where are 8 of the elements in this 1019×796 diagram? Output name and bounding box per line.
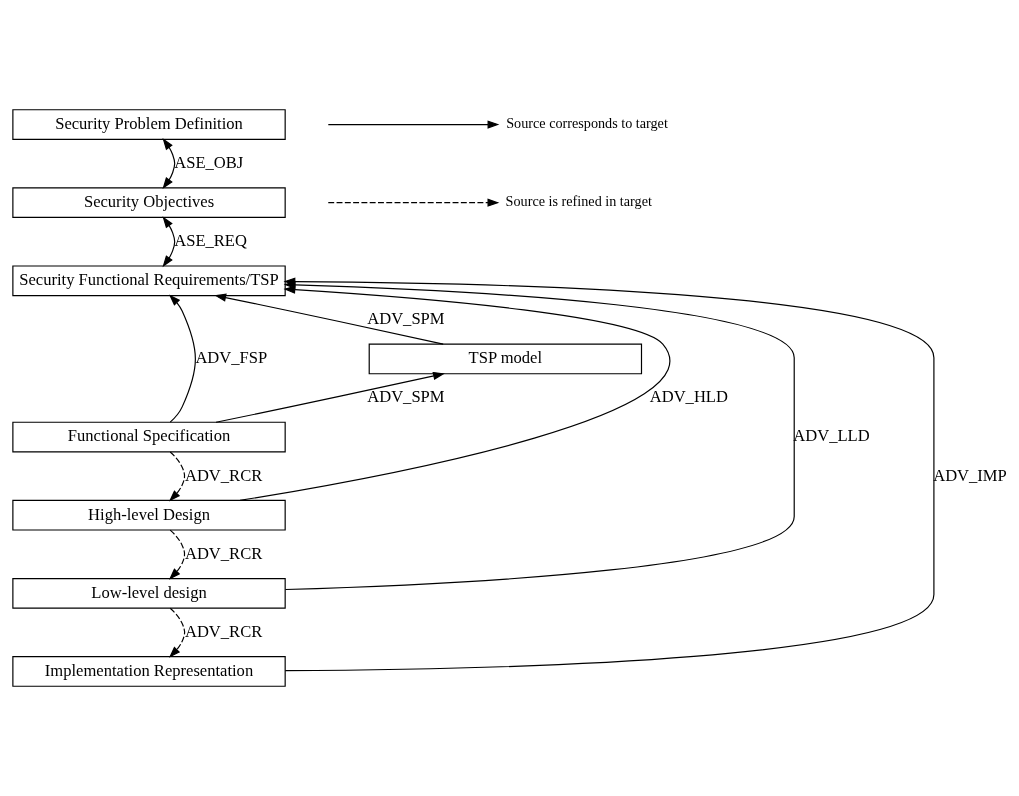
edge-label: ADV_SPM [367,309,445,329]
legend-label: Source corresponds to target [506,115,668,132]
edge-label: ADV_RCR [184,543,263,563]
edge-label: ADV_SPM [367,387,445,407]
edge-label: ADV_HLD [649,387,728,407]
edge-label: ADV_RCR [184,465,263,485]
edge-label: ADV_RCR [184,621,263,641]
legend-label: Source is refined in target [505,193,652,210]
